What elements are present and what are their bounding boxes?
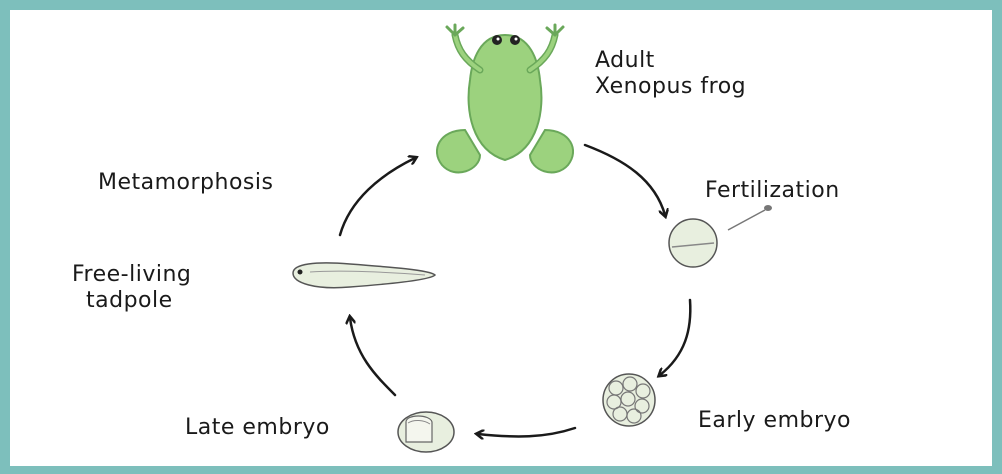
- label-adult-frog: Adult Xenopus frog: [595, 48, 746, 100]
- label-adult-line2: Xenopus frog: [595, 74, 746, 100]
- label-metamorphosis: Metamorphosis: [98, 170, 273, 196]
- arrow-adult-to-fertilization: [585, 145, 665, 215]
- label-tadpole-line1: Free-living: [72, 262, 191, 288]
- arrow-tadpole-to-adult: [340, 158, 415, 235]
- label-adult-line1: Adult: [595, 48, 746, 74]
- label-late-embryo: Late embryo: [185, 415, 330, 441]
- label-fertilization: Fertilization: [705, 178, 840, 204]
- diagram-panel: Adult Xenopus frog Fertilization Early e…: [10, 10, 992, 466]
- adult-frog-illustration: [437, 25, 573, 172]
- life-cycle-diagram: [10, 10, 992, 466]
- fertilized-egg-illustration: [669, 205, 772, 267]
- arrow-late-embryo-to-tadpole: [350, 318, 395, 395]
- label-tadpole: Free-living tadpole: [72, 262, 191, 314]
- arrow-early-embryo-to-late-embryo: [478, 428, 575, 436]
- early-embryo-illustration: [603, 374, 655, 426]
- arrow-fertilization-to-early-embryo: [660, 300, 690, 375]
- late-embryo-illustration: [398, 412, 454, 452]
- label-tadpole-line2: tadpole: [72, 288, 191, 314]
- tadpole-illustration: [293, 263, 435, 288]
- label-early-embryo: Early embryo: [698, 408, 851, 434]
